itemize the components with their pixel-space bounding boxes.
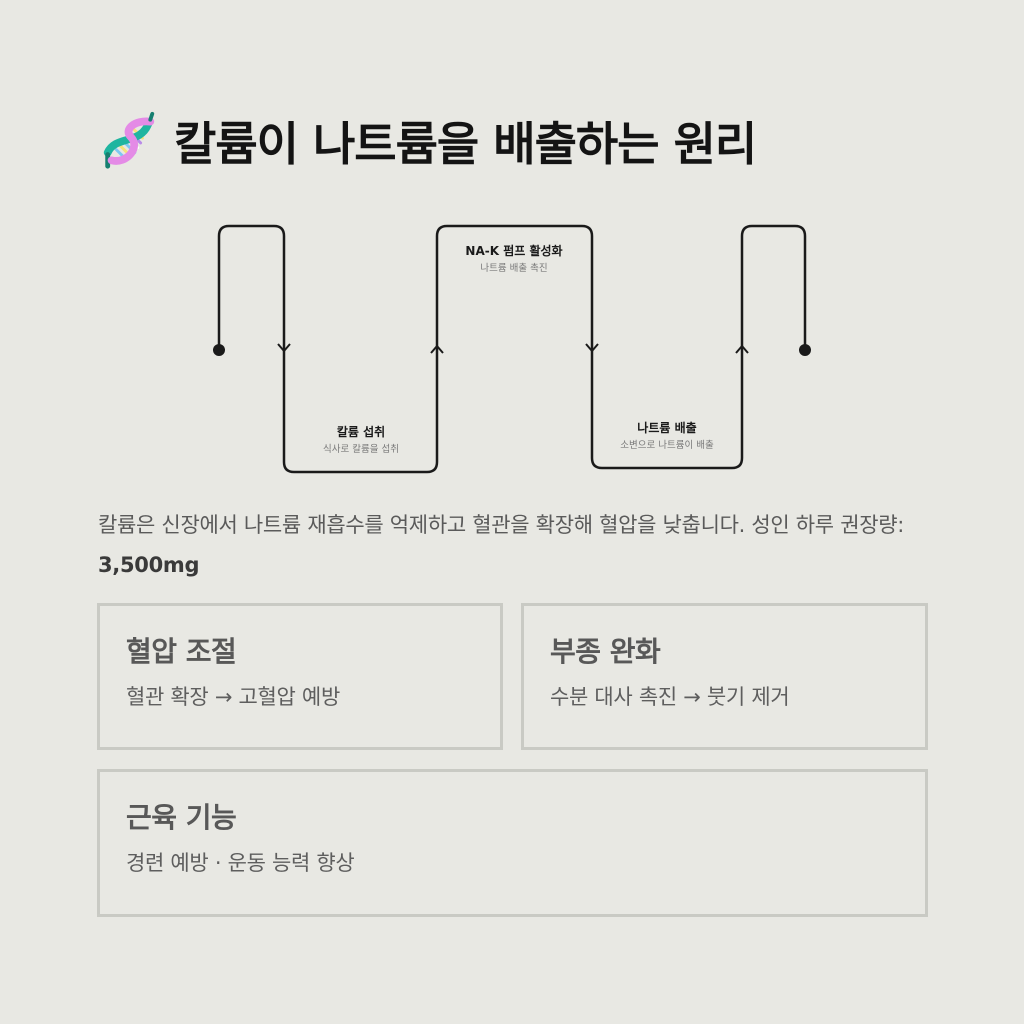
card-blood-pressure: 혈압 조절 혈관 확장 → 고혈압 예방	[97, 603, 503, 750]
description: 칼륨은 신장에서 나트륨 재흡수를 억제하고 혈관을 확장해 혈압을 낮춥니다.…	[98, 505, 928, 585]
arrow-up-icon	[735, 344, 749, 354]
step-title: NA-K 펌프 활성화	[465, 244, 563, 258]
dna-icon	[103, 111, 155, 169]
start-dot	[213, 344, 225, 356]
step-title: 칼륨 섭취	[336, 425, 386, 439]
arrow-down-icon	[585, 343, 599, 353]
step-desc: 나트륨 배출 촉진	[480, 263, 548, 274]
card-muscle-function: 근육 기능 경련 예방 · 운동 능력 향상	[97, 769, 928, 917]
card-title: 근육 기능	[126, 801, 237, 834]
end-dot	[799, 344, 811, 356]
step-potassium-intake: 칼륨 섭취 식사로 칼륨을 섭취	[323, 424, 399, 458]
arrow-down-icon	[277, 343, 291, 353]
page-title: 칼륨이 나트륨을 배출하는 원리	[174, 117, 757, 171]
card-edema-relief: 부종 완화 수분 대사 촉진 → 붓기 제거	[521, 603, 928, 750]
flow-diagram	[213, 224, 811, 474]
flow-path	[217, 224, 807, 474]
card-title: 부종 완화	[550, 635, 661, 668]
arrow-up-icon	[430, 344, 444, 354]
header: 칼륨이 나트륨을 배출하는 원리	[98, 108, 757, 174]
card-desc: 혈관 확장 → 고혈압 예방	[126, 685, 340, 709]
description-text: 칼륨은 신장에서 나트륨 재흡수를 억제하고 혈관을 확장해 혈압을 낮춥니다.…	[98, 513, 905, 537]
step-desc: 소변으로 나트륨이 배출	[620, 440, 714, 451]
step-sodium-excretion: 나트륨 배출 소변으로 나트륨이 배출	[620, 420, 713, 454]
recommended-intake: 3,500mg	[98, 553, 200, 577]
step-title: 나트륨 배출	[637, 421, 697, 435]
step-na-k-pump: NA-K 펌프 활성화 나트륨 배출 촉진	[465, 243, 562, 277]
step-desc: 식사로 칼륨을 섭취	[323, 444, 399, 455]
card-title: 혈압 조절	[126, 635, 237, 668]
card-desc: 수분 대사 촉진 → 붓기 제거	[550, 685, 790, 709]
card-desc: 경련 예방 · 운동 능력 향상	[126, 851, 355, 875]
